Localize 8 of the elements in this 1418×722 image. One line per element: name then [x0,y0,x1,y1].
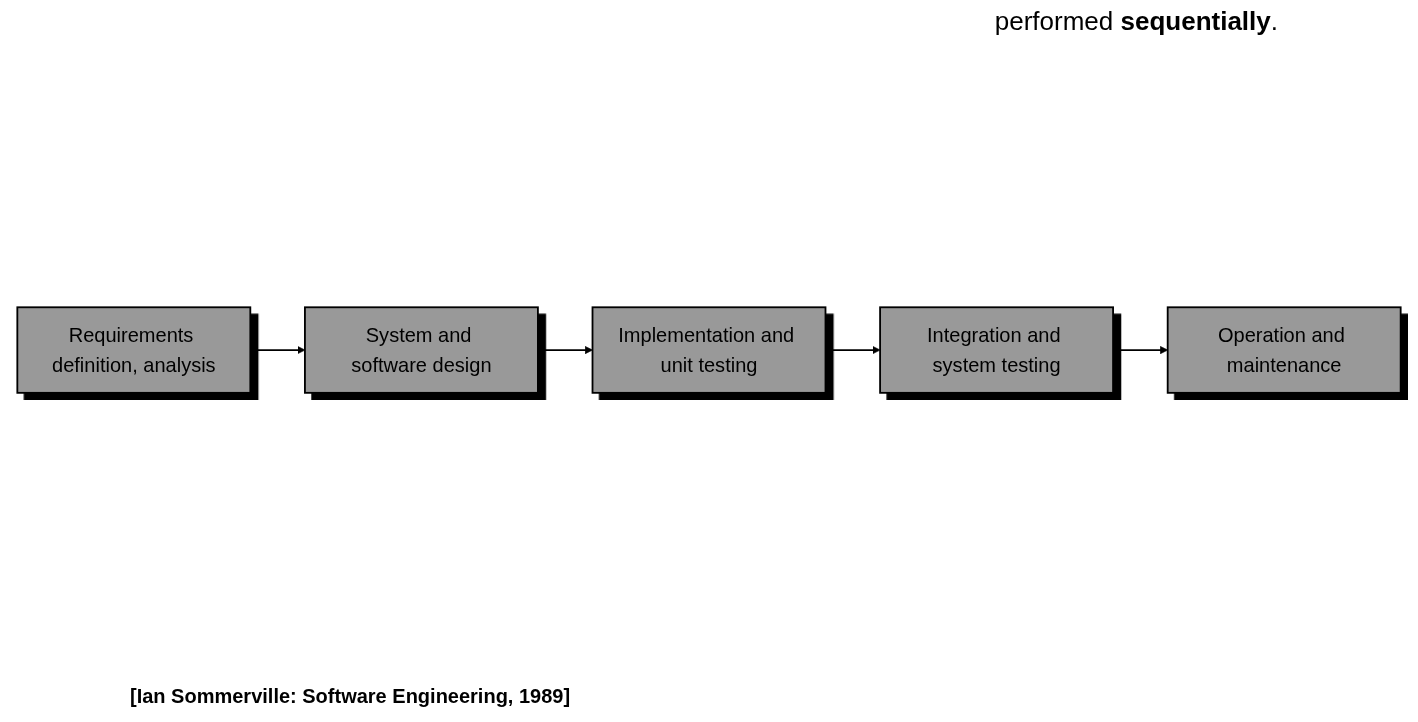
citation-caption: [Ian Sommerville: Software Engineering, 1989] [130,685,571,708]
node-box: Implementation and unit testing [591,306,827,394]
node-box: Operation and maintenance [1166,306,1402,394]
node-box: Requirements definition, analysis [16,306,252,394]
arrow [537,346,593,354]
note-text: performed sequentially. [994,6,1278,37]
node-box: Integration and system testing [879,306,1114,394]
node-box: System and software design [304,306,539,394]
